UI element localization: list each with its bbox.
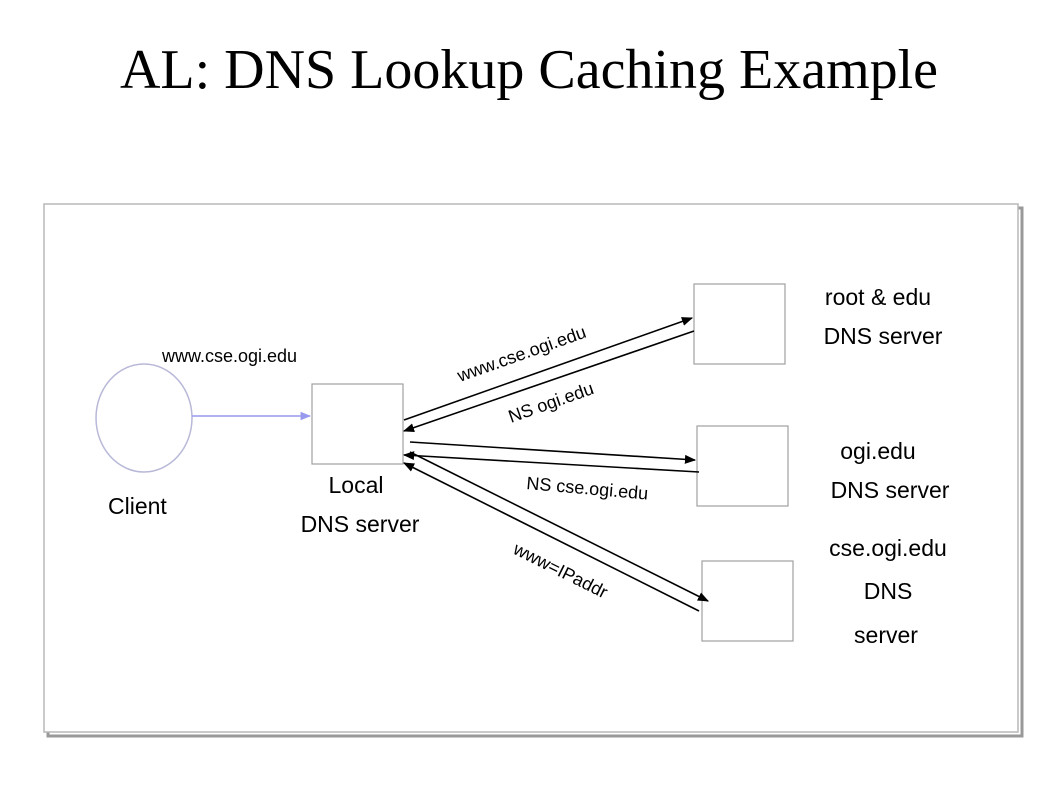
local-dns-server-box (311, 383, 404, 465)
root-server-label-line1: root & edu (825, 284, 931, 310)
diagram-frame (43, 203, 1019, 733)
root-dns-server-box (693, 283, 786, 365)
client-node (95, 363, 193, 473)
root-server-label-line2: DNS server (824, 323, 943, 349)
cse-server-label-line3: server (854, 622, 918, 648)
cse-server-label-line1: cse.ogi.edu (829, 535, 947, 561)
reply-from-root-arrow (402, 330, 695, 432)
reply-from-cse-arrow (402, 462, 700, 612)
ogi-server-label-line1: ogi.edu (840, 438, 915, 464)
local-server-label-line1: Local (329, 472, 384, 498)
cse-dns-server-box (701, 560, 794, 642)
cse-server-label-line2: DNS (864, 578, 913, 604)
query-to-ogi-arrow (409, 441, 697, 464)
client-label: Client (108, 493, 167, 519)
reply-from-ogi-arrow (402, 451, 700, 473)
query-label: www.cse.ogi.edu (161, 346, 297, 366)
ogi-dns-server-box (696, 425, 789, 507)
query-to-cse-arrow (409, 451, 710, 602)
page-title: AL: DNS Lookup Caching Example (120, 39, 938, 101)
local-server-label-line2: DNS server (301, 511, 420, 537)
ogi-server-label-line2: DNS server (831, 477, 950, 503)
query-to-root-arrow (403, 317, 694, 421)
